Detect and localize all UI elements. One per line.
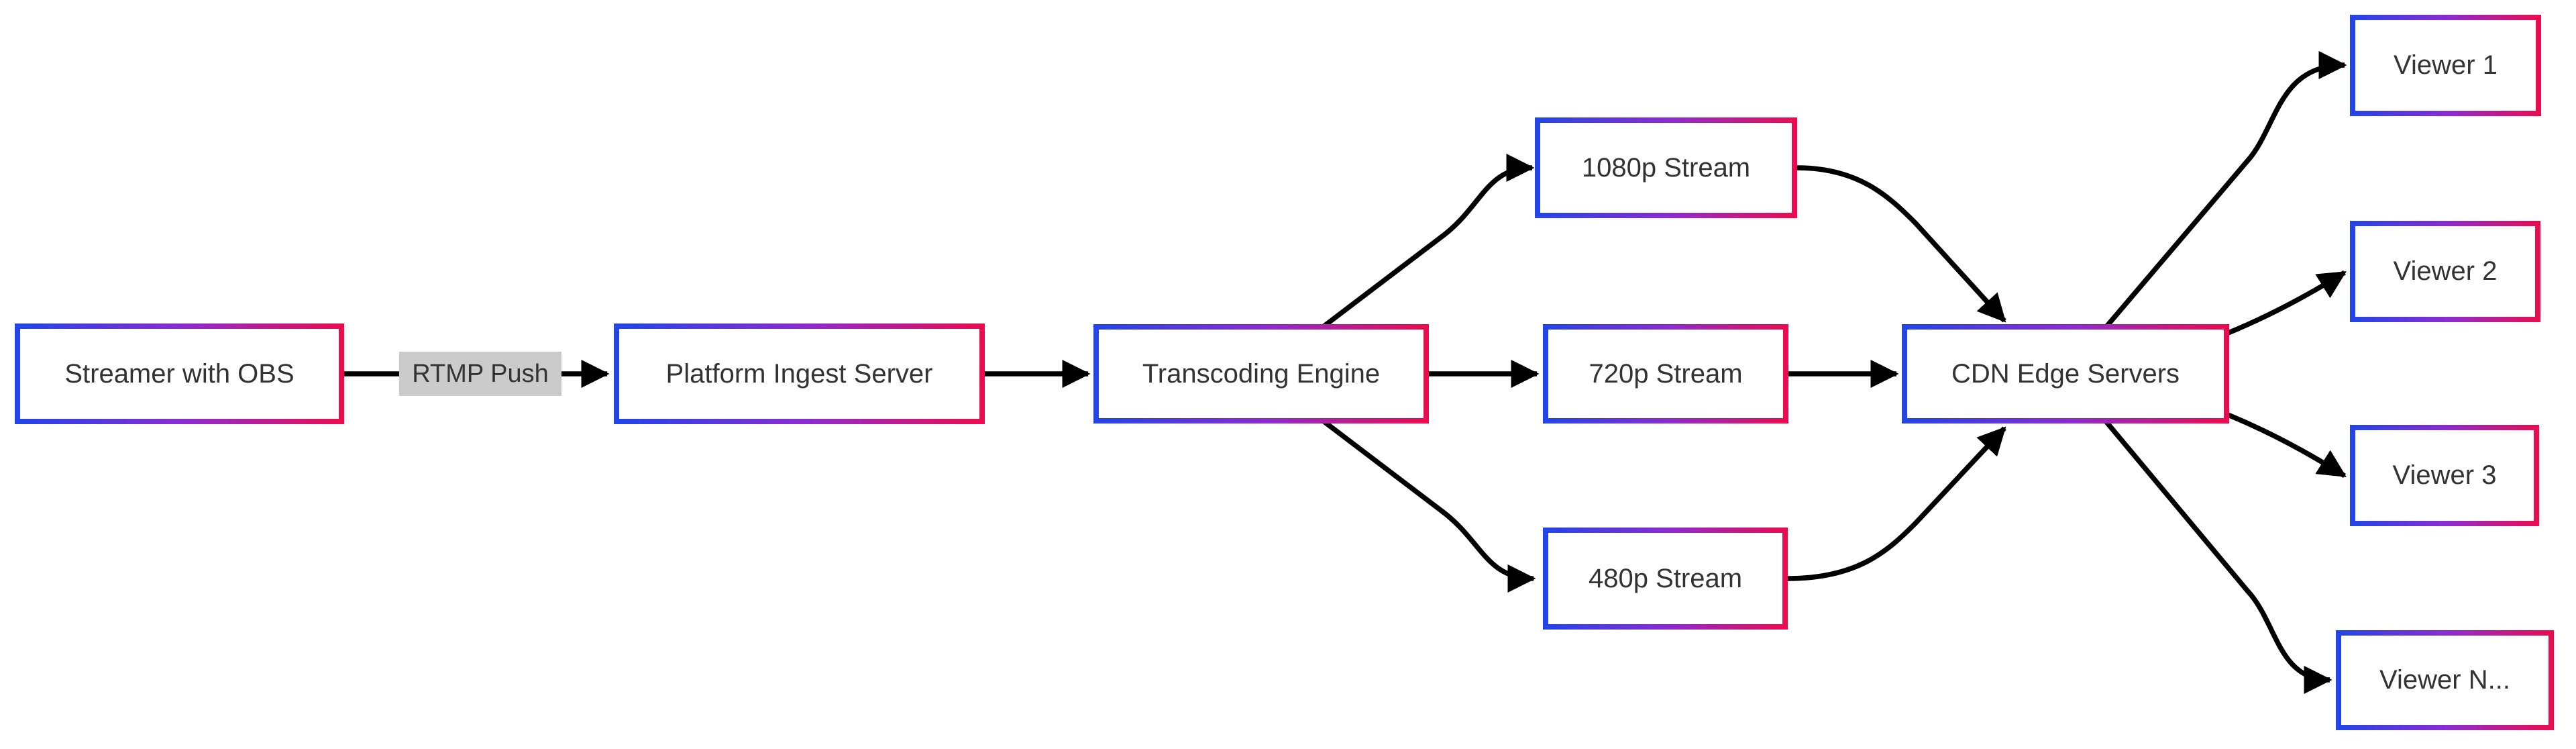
node-label: Transcoding Engine bbox=[1099, 330, 1424, 418]
node-viewer-n: Viewer N... bbox=[2336, 630, 2554, 730]
node-label: Streamer with OBS bbox=[20, 329, 339, 419]
node-label: 720p Stream bbox=[1548, 330, 1783, 418]
node-viewer-2: Viewer 2 bbox=[2350, 221, 2540, 322]
node-label: Viewer 1 bbox=[2355, 20, 2536, 111]
edge-480p-to-cdn bbox=[1787, 426, 2006, 581]
node-720p-stream: 720p Stream bbox=[1543, 324, 1788, 423]
edge-transcode-to-480p bbox=[1259, 372, 1536, 593]
edge-cdn-to-viewerN bbox=[2064, 372, 2332, 694]
node-viewer-3: Viewer 3 bbox=[2350, 425, 2539, 526]
node-1080p-stream: 1080p Stream bbox=[1535, 117, 1797, 218]
node-label: Viewer N... bbox=[2341, 636, 2548, 725]
node-viewer-1: Viewer 1 bbox=[2350, 15, 2541, 116]
node-streamer-with-obs: Streamer with OBS bbox=[15, 323, 344, 424]
node-label: 480p Stream bbox=[1548, 533, 1782, 624]
node-label: CDN Edge Servers bbox=[1907, 330, 2224, 418]
edge-transcode-to-1080p bbox=[1259, 154, 1535, 376]
edge-cdn-to-viewer1 bbox=[2064, 51, 2347, 376]
node-480p-stream: 480p Stream bbox=[1543, 528, 1788, 630]
node-label: Viewer 3 bbox=[2355, 430, 2534, 521]
node-label: 1080p Stream bbox=[1540, 123, 1792, 213]
node-label: Viewer 2 bbox=[2355, 226, 2535, 317]
node-cdn-edge-servers: CDN Edge Servers bbox=[1902, 324, 2229, 423]
node-transcoding-engine: Transcoding Engine bbox=[1093, 324, 1429, 423]
node-platform-ingest-server: Platform Ingest Server bbox=[614, 323, 985, 424]
node-label: Platform Ingest Server bbox=[619, 329, 979, 419]
edge-1080p-to-cdn bbox=[1796, 165, 2006, 323]
edge-label-rtmp-push: RTMP Push bbox=[399, 352, 561, 396]
